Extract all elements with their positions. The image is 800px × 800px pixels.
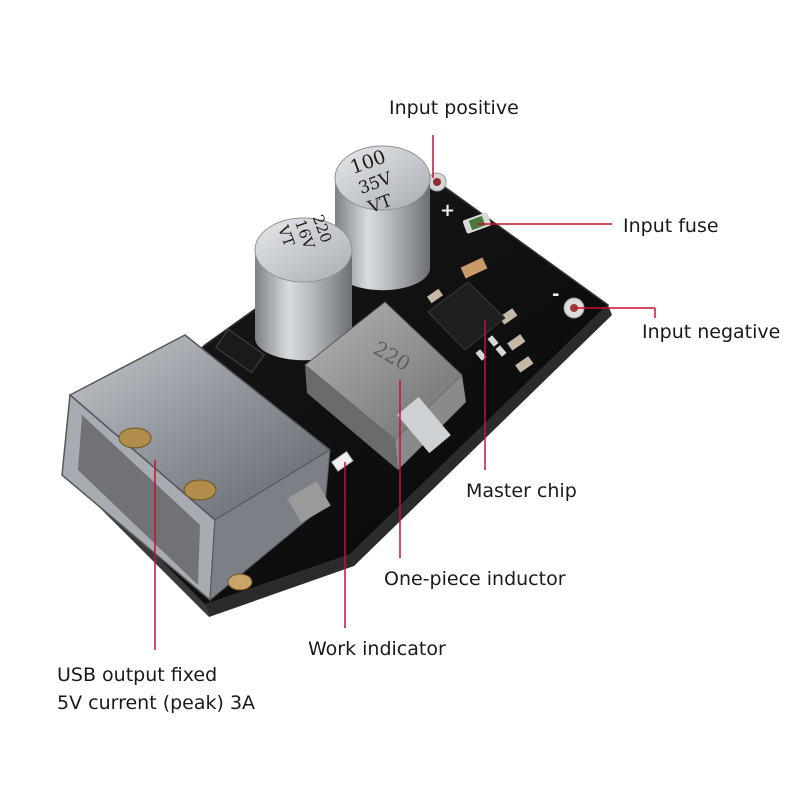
input-positive-label: Input positive bbox=[389, 97, 519, 119]
smd-components bbox=[426, 257, 534, 373]
usb-output-label-line1: USB output fixed bbox=[57, 664, 218, 686]
work-indicator-label: Work indicator bbox=[308, 638, 446, 660]
capacitor-100uf: 100 35V VT bbox=[334, 145, 431, 291]
diode bbox=[214, 328, 266, 374]
minus-sign: - bbox=[552, 284, 559, 305]
input-positive-pad bbox=[427, 172, 447, 192]
plus-sign: + bbox=[440, 200, 455, 221]
usb-output-port bbox=[61, 334, 332, 602]
one-piece-inductor: 220 bbox=[304, 301, 466, 470]
master-chip-label: Master chip bbox=[466, 480, 577, 502]
one-piece-inductor-label: One-piece inductor bbox=[384, 568, 566, 590]
input-fuse-label: Input fuse bbox=[623, 215, 719, 237]
input-negative-label: Input negative bbox=[642, 321, 781, 343]
leader-lines bbox=[154, 135, 656, 650]
capacitor-220uf: VT 16V 220 bbox=[254, 212, 353, 361]
input-fuse bbox=[462, 212, 492, 234]
usb-output-label-line2: 5V current (peak) 3A bbox=[57, 692, 256, 714]
